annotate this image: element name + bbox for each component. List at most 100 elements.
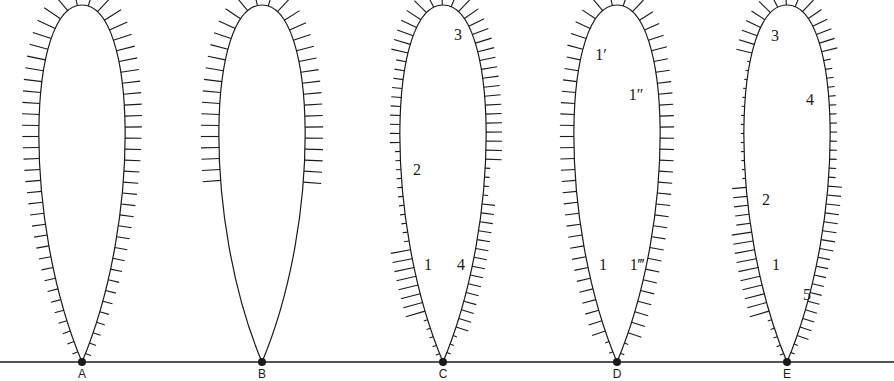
cilium — [201, 125, 219, 126]
cilium — [814, 275, 826, 278]
cilium — [654, 59, 668, 62]
cilium — [22, 113, 39, 115]
cilium — [450, 344, 454, 345]
cilium — [395, 151, 400, 152]
cilium — [645, 24, 660, 30]
cilium — [639, 12, 653, 21]
cilium — [741, 133, 744, 134]
cilium — [648, 35, 663, 40]
cilium — [24, 158, 40, 160]
cilium — [567, 224, 581, 226]
cilium — [206, 68, 224, 71]
cilium — [795, 0, 801, 7]
cilium — [401, 223, 406, 225]
cilium — [447, 352, 451, 354]
cilium — [824, 222, 838, 224]
cilium — [301, 70, 319, 73]
cilium — [829, 168, 836, 169]
cilium — [752, 11, 765, 20]
cilium — [424, 320, 428, 321]
cilium — [32, 224, 45, 226]
cilium — [404, 240, 409, 242]
cilium — [478, 48, 494, 52]
cilium — [86, 353, 91, 355]
cilium — [797, 336, 808, 340]
cilium — [486, 141, 502, 142]
cilium — [305, 115, 323, 117]
cilium — [486, 122, 502, 123]
cilium — [560, 136, 574, 137]
cilium — [825, 68, 832, 69]
cilium — [226, 9, 241, 19]
cilium — [486, 131, 502, 132]
cilium — [284, 11, 299, 21]
cilium — [808, 10, 821, 19]
cilium — [98, 0, 112, 12]
cilium — [659, 171, 673, 173]
callout-number: 5 — [803, 287, 811, 303]
cilium — [560, 113, 574, 115]
cilium — [120, 215, 134, 217]
cilium — [414, 1, 426, 13]
cilium — [121, 70, 139, 73]
cilium — [822, 48, 838, 52]
cilium — [63, 331, 71, 334]
callout-number: 3 — [454, 27, 462, 43]
cilium — [577, 278, 591, 281]
cilium — [485, 95, 501, 96]
cilium — [483, 194, 488, 196]
cilium — [609, 0, 613, 6]
cilium — [124, 171, 139, 173]
cilium — [303, 182, 321, 183]
base-dot — [78, 358, 86, 366]
callout-number: 1′ — [595, 47, 607, 63]
cilium — [201, 113, 219, 115]
cilium — [125, 160, 141, 162]
cilium — [656, 204, 670, 206]
cilium — [475, 38, 491, 43]
cilium — [480, 57, 496, 60]
cilium — [824, 59, 831, 60]
cilium — [24, 169, 40, 171]
cilium — [576, 22, 591, 29]
cilium — [741, 142, 744, 143]
cilium — [27, 56, 45, 60]
cell-outline — [219, 5, 305, 362]
cilium — [39, 257, 51, 259]
cilium — [430, 337, 434, 338]
cilium — [561, 169, 575, 171]
cilium — [121, 204, 135, 206]
cilium — [659, 104, 673, 106]
cilium — [486, 159, 502, 161]
cilium — [658, 182, 672, 183]
cilium — [110, 22, 128, 30]
cilium — [391, 105, 401, 107]
base-dot — [783, 358, 791, 366]
cilium — [741, 151, 744, 152]
cilium — [805, 310, 817, 313]
cilium — [823, 231, 837, 233]
cilium — [122, 193, 137, 194]
cilium — [819, 38, 834, 43]
cilium — [735, 250, 755, 254]
cilium — [476, 249, 489, 251]
cilium — [117, 237, 130, 239]
cilium — [741, 276, 761, 280]
cilium — [464, 9, 478, 19]
cilium — [741, 115, 744, 116]
cilium — [638, 301, 652, 305]
cilium — [299, 58, 317, 62]
cilium — [635, 312, 648, 316]
cilium — [657, 82, 671, 84]
cilium — [34, 235, 47, 237]
cilium — [563, 191, 577, 192]
cilium — [827, 195, 841, 196]
cilium — [461, 310, 473, 314]
base-dot — [439, 358, 447, 366]
cilium — [485, 177, 490, 178]
cilium — [560, 125, 574, 126]
cell-outline — [574, 5, 660, 362]
figure-letter: C — [439, 368, 448, 380]
cilium — [477, 240, 490, 242]
